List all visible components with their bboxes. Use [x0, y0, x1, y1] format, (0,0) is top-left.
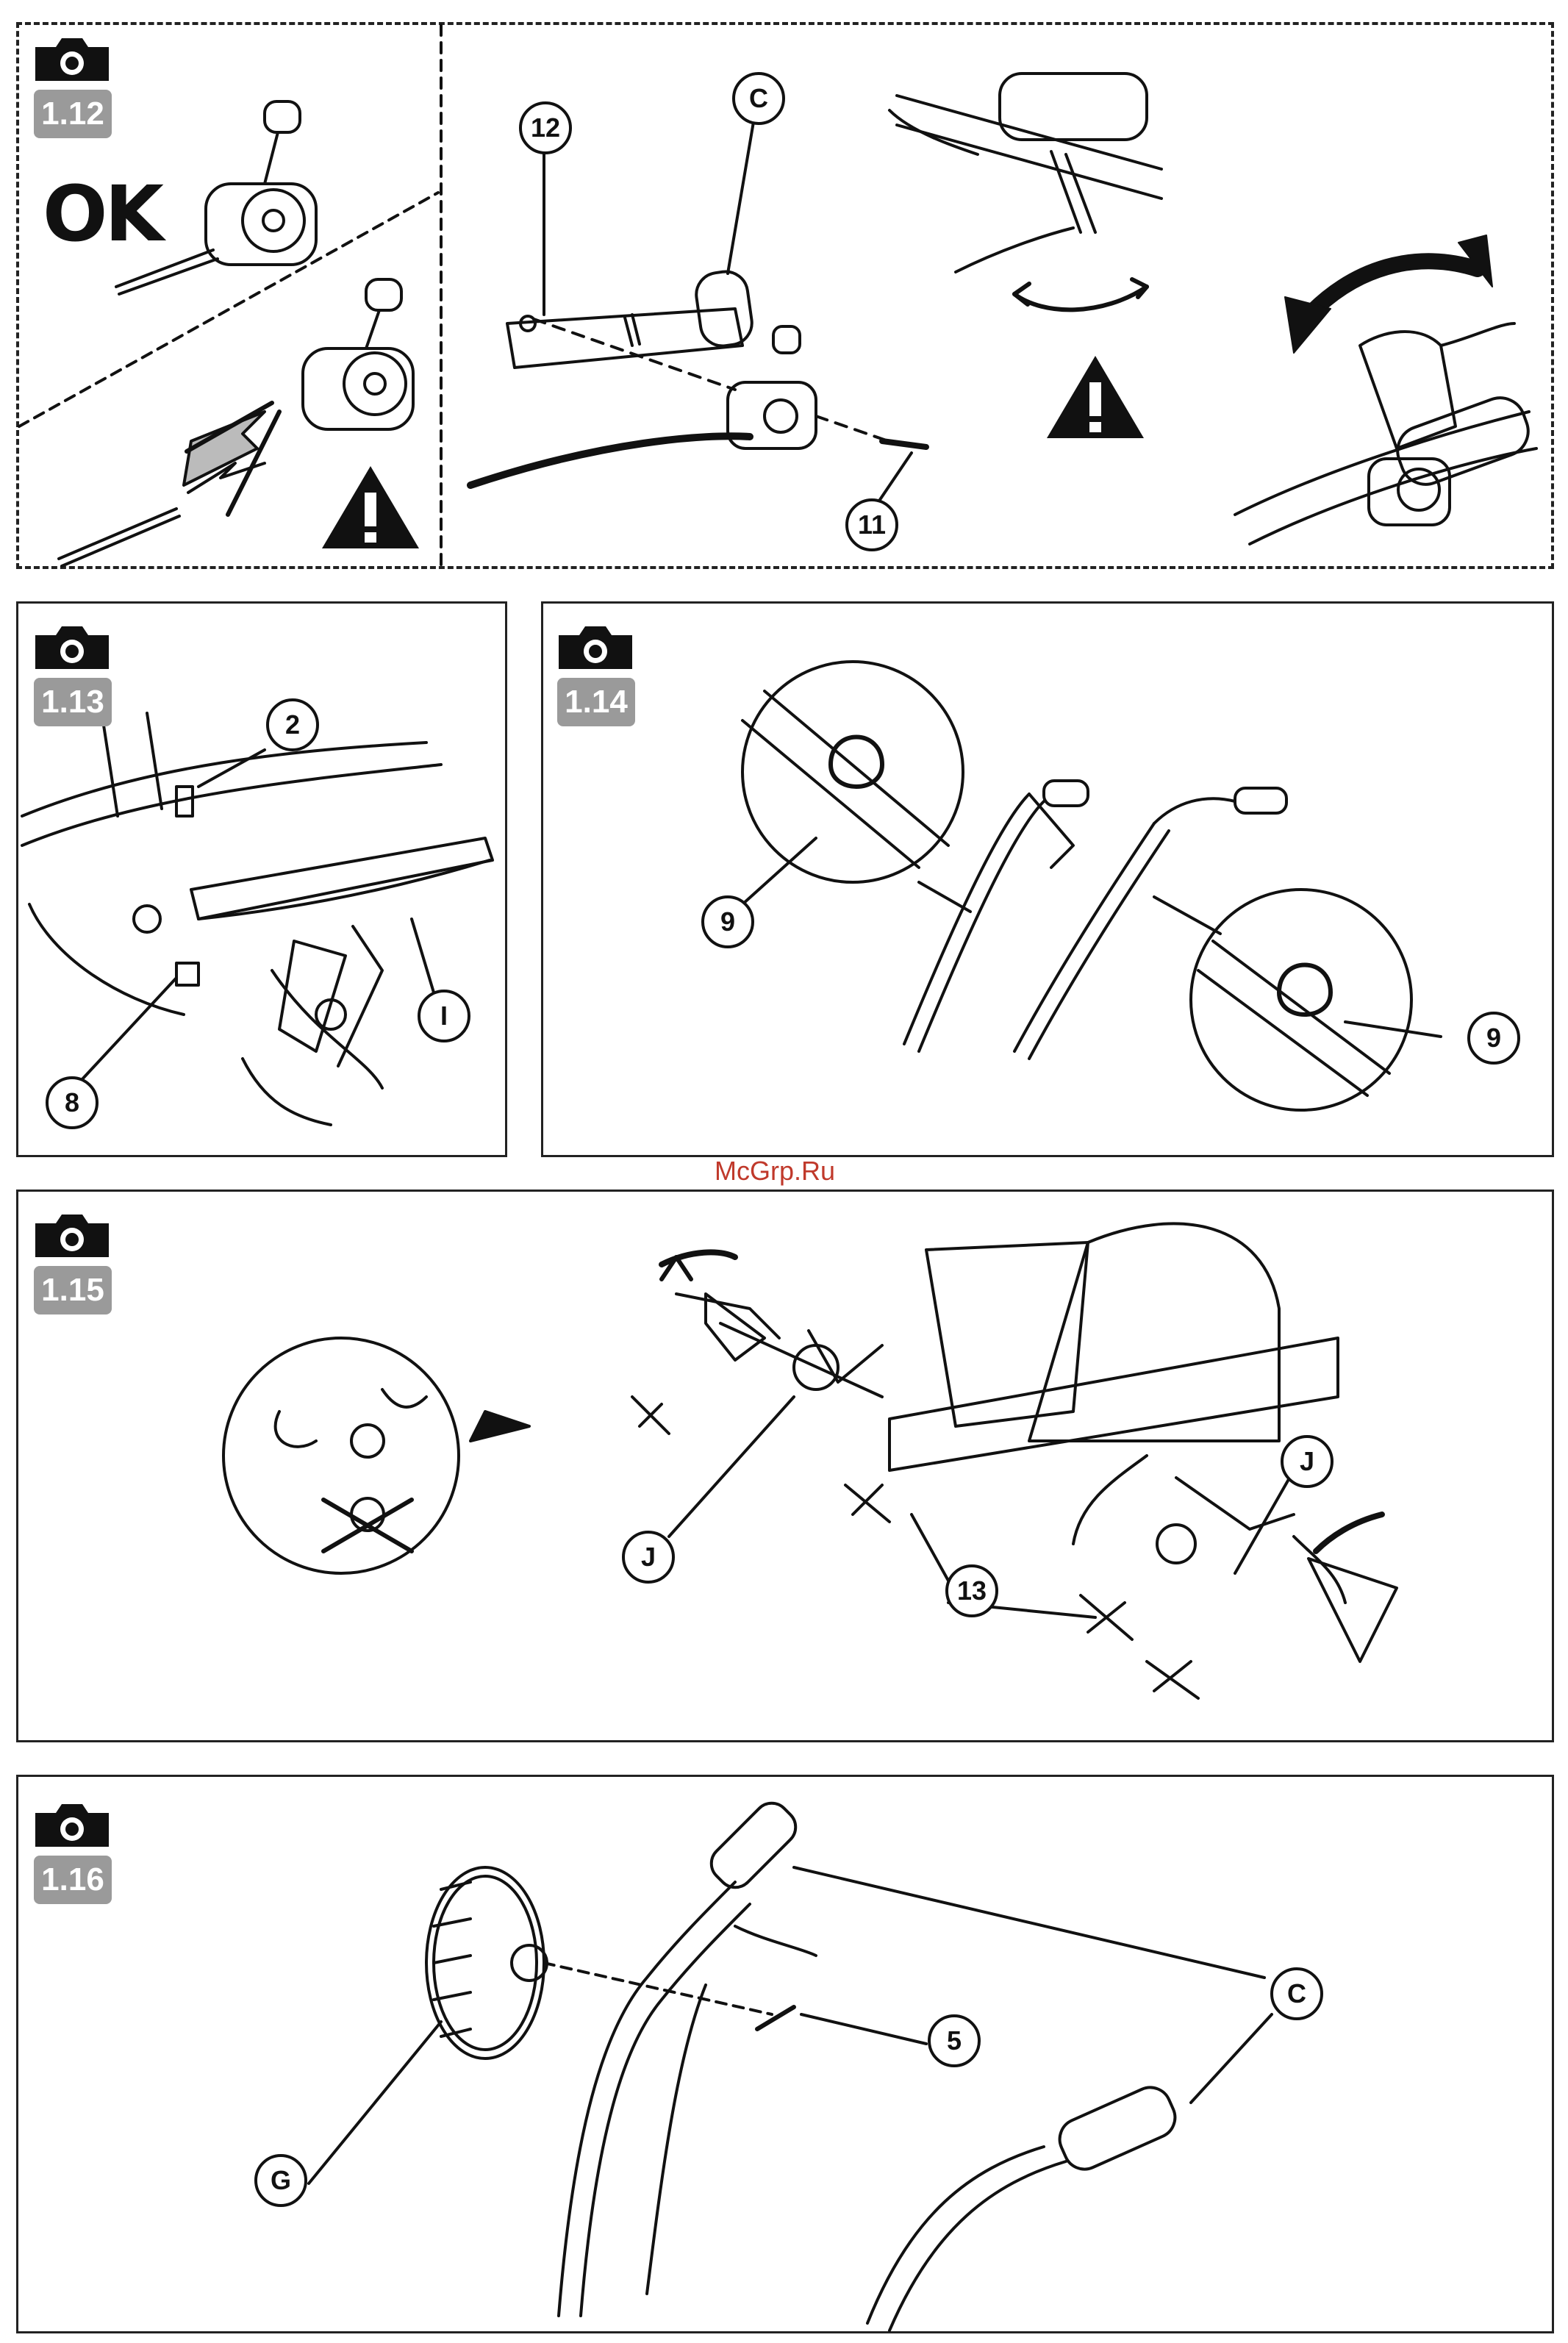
camera-icon [34, 37, 110, 82]
handlebar-cable-assembly-illustration [470, 118, 926, 507]
camera-icon [34, 625, 110, 670]
section-badge: 1.13 [34, 678, 112, 726]
warning-icon [1044, 353, 1147, 441]
watermark: McGrp.Ru [715, 1156, 835, 1187]
camera-icon [557, 625, 634, 670]
camera-icon [34, 1803, 110, 1848]
rotate-arrow-icon [1301, 261, 1478, 323]
tiller-tines-assembly-illustration [223, 1223, 1397, 1698]
section-badge: 1.15 [34, 1266, 112, 1314]
callout-c: C [1270, 1967, 1323, 2020]
callout-9: 9 [1467, 1012, 1520, 1065]
section-badge: 1.12 [34, 90, 112, 138]
camera-icon [34, 1213, 110, 1259]
callout-c: C [732, 72, 785, 125]
warning-icon [319, 463, 422, 551]
side-shield-assembly-illustration [22, 713, 493, 1125]
callout-2: 2 [266, 698, 319, 751]
callout-12: 12 [519, 101, 572, 154]
hand-on-grip-illustration [1235, 323, 1536, 544]
hand-adjusting-lever-illustration [889, 74, 1161, 310]
callout-j: J [1281, 1435, 1333, 1488]
callout-11: 11 [845, 498, 898, 551]
section-badge: 1.14 [557, 678, 635, 726]
section-badge: 1.16 [34, 1856, 112, 1904]
callout-13: 13 [945, 1564, 998, 1617]
callout-j: J [622, 1531, 675, 1584]
ok-label: OK [43, 169, 161, 259]
wheel-handle-assembly-illustration [309, 1796, 1272, 2331]
callout-9: 9 [701, 895, 754, 948]
callout-8: 8 [46, 1076, 99, 1129]
handle-clip-illustration [742, 662, 1441, 1110]
callout-g: G [254, 2154, 307, 2207]
callout-5: 5 [928, 2014, 981, 2067]
callout-i: I [418, 990, 470, 1042]
